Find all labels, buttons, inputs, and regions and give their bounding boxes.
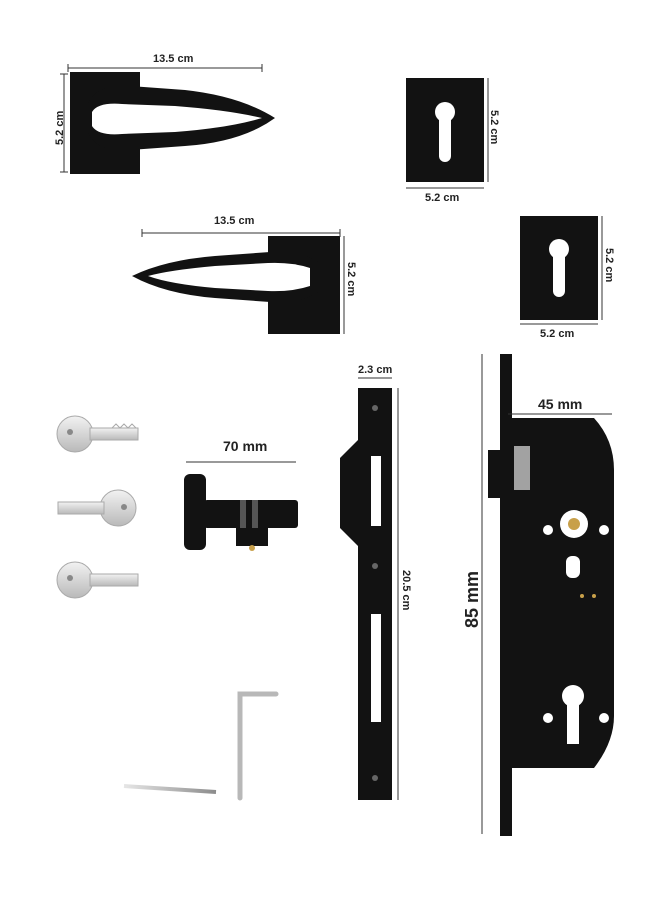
faceplate: [340, 377, 399, 800]
key-2: [57, 489, 137, 527]
label-escutcheon-right-width: 5.2 cm: [540, 328, 575, 340]
lock-cylinder: [184, 461, 298, 551]
label-escutcheon-top-width: 5.2 cm: [425, 192, 460, 204]
mortise-lock-body: [481, 354, 614, 836]
label-faceplate-length: 20.5 cm: [400, 570, 412, 611]
label-faceplate-width: 2.3 cm: [358, 364, 393, 376]
label-handle-mid-height: 5.2 cm: [345, 262, 357, 297]
key-3: [56, 561, 139, 599]
escutcheon-right: [520, 216, 603, 325]
label-handle-mid-width: 13.5 cm: [214, 215, 255, 227]
label-escutcheon-top-height: 5.2 cm: [488, 110, 500, 145]
label-handle-top-height: 5.2 cm: [54, 110, 66, 145]
label-escutcheon-right-height: 5.2 cm: [603, 248, 615, 283]
label-cylinder-length: 70 mm: [223, 438, 268, 454]
label-lockbody-center: 85 mm: [462, 570, 482, 628]
lever-handle-mid: [132, 229, 345, 334]
lever-handle-top: [60, 64, 275, 174]
allen-key: [237, 691, 279, 801]
label-lockbody-backset: 45 mm: [538, 396, 583, 412]
screws: [123, 700, 217, 794]
escutcheon-top: [406, 78, 489, 189]
handle-inlay-top: [92, 103, 262, 135]
label-handle-top-width: 13.5 cm: [153, 53, 194, 65]
key-1: [56, 415, 139, 453]
